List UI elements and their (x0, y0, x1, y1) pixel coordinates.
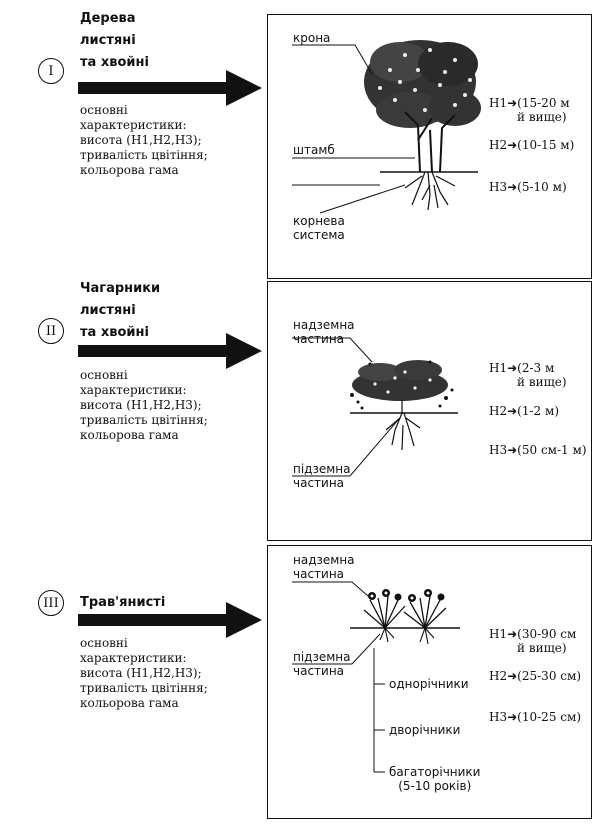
above-label-line: частина (293, 567, 345, 581)
shrub-below-label: підземна частина (293, 462, 351, 490)
above-label-line: частина (293, 332, 345, 346)
group-3-char-line: кольорова гама (80, 696, 179, 710)
crown-label: крона (293, 31, 331, 45)
group-2-title-line: листяні (80, 303, 136, 318)
height-key: Н1 (489, 627, 508, 641)
below-label-line: підземна (293, 462, 351, 476)
biennials-label: дворічники (389, 723, 461, 737)
arrow-icon: ➜ (507, 96, 518, 110)
group-3-title: Трав'янисті (80, 592, 165, 614)
height-value: (10-25 см) (517, 710, 581, 724)
group-3-height-1: Н1➜(30-90 см й вище) (489, 627, 576, 655)
group-2-height-2: Н2➜(1-2 м) (489, 404, 559, 418)
group-1-title-line: Дерева (80, 11, 136, 26)
root-label-line: система (293, 228, 345, 242)
group-2-panel (267, 281, 592, 541)
arrow-icon: ➜ (507, 710, 518, 724)
root-system-label: корнева система (293, 214, 345, 242)
height-key: Н3 (489, 710, 508, 724)
group-1-height-2: Н2➜(10-15 м) (489, 138, 574, 152)
group-3-characteristics: основні характеристики: висота (Н1,Н2,Н3… (80, 636, 208, 711)
group-2-height-1: Н1➜(2-3 м й вище) (489, 361, 567, 389)
group-1-char-line: кольорова гама (80, 163, 179, 177)
group-2-title-line: Чагарники (80, 281, 161, 296)
group-2-char-line: кольорова гама (80, 428, 179, 442)
height-value: (10-15 м) (517, 138, 575, 152)
group-3-char-line: висота (Н1,Н2,Н3); (80, 666, 202, 680)
arrow-icon: ➜ (507, 627, 518, 641)
herb-below-label: підземна частина (293, 650, 351, 678)
arrow-icon: ➜ (507, 138, 518, 152)
height-extra: й вище) (517, 641, 567, 655)
perennials-label: багаторічники (5-10 років) (389, 765, 480, 793)
group-2-height-3: Н3➜(50 см-1 м) (489, 443, 587, 457)
group-3-height-2: Н2➜(25-30 см) (489, 669, 581, 683)
perennials-line: (5-10 років) (398, 779, 472, 793)
group-3-char-line: тривалість цвітіння; (80, 681, 208, 695)
group-2-title: Чагарники листяні та хвойні (80, 278, 160, 344)
height-value: (2-3 м (517, 361, 555, 375)
group-1-characteristics: основні характеристики: висота (Н1,Н2,Н3… (80, 103, 208, 178)
arrow-icon: ➜ (507, 404, 518, 418)
group-1-numeral: I (38, 58, 64, 84)
arrow-icon: ➜ (507, 669, 518, 683)
annuals-label: однорічники (389, 677, 469, 691)
group-2-title-line: та хвойні (80, 325, 149, 340)
group-2-char-line: характеристики: (80, 383, 187, 397)
group-2-char-line: висота (Н1,Н2,Н3); (80, 398, 202, 412)
trunk-label: штамб (293, 143, 335, 157)
height-key: Н2 (489, 138, 508, 152)
height-value: (30-90 см (517, 627, 577, 641)
above-label-line: надземна (293, 318, 355, 332)
height-extra: й вище) (517, 375, 567, 389)
below-label-line: частина (293, 664, 345, 678)
group-3-height-3: Н3➜(10-25 см) (489, 710, 581, 724)
group-1-panel (267, 14, 592, 279)
arrow-icon: ➜ (507, 443, 518, 457)
group-3-char-line: основні (80, 636, 128, 650)
shrub-above-label: надземна частина (293, 318, 355, 346)
group-3-numeral: III (38, 590, 64, 616)
group-1-height-1: Н1➜(15-20 м й вище) (489, 96, 570, 124)
perennials-line: багаторічники (389, 765, 481, 779)
group-2-char-line: тривалість цвітіння; (80, 413, 208, 427)
below-label-line: підземна (293, 650, 351, 664)
arrow-icon: ➜ (507, 180, 518, 194)
group-1-char-line: тривалість цвітіння; (80, 148, 208, 162)
height-key: Н2 (489, 669, 508, 683)
group-1-title-line: листяні (80, 33, 136, 48)
height-value: (25-30 см) (517, 669, 581, 683)
height-key: Н3 (489, 180, 508, 194)
herb-above-label: надземна частина (293, 553, 355, 581)
arrow-icon: ➜ (507, 361, 518, 375)
group-3-title-line: Трав'янисті (80, 595, 166, 610)
group-1-height-3: Н3➜(5-10 м) (489, 180, 567, 194)
height-key: Н3 (489, 443, 508, 457)
height-key: Н2 (489, 404, 508, 418)
below-label-line: частина (293, 476, 345, 490)
group-1-char-line: основні (80, 103, 128, 117)
above-label-line: надземна (293, 553, 355, 567)
group-3-panel (267, 545, 592, 819)
height-value: (15-20 м (517, 96, 570, 110)
root-label-line: корнева (293, 214, 345, 228)
group-2-numeral: II (38, 318, 64, 344)
height-extra: й вище) (517, 110, 567, 124)
group-1-title: Дерева листяні та хвойні (80, 8, 149, 74)
group-3-char-line: характеристики: (80, 651, 187, 665)
height-value: (1-2 м) (517, 404, 560, 418)
group-1-char-line: характеристики: (80, 118, 187, 132)
height-key: Н1 (489, 361, 508, 375)
group-2-char-line: основні (80, 368, 128, 382)
group-2-characteristics: основні характеристики: висота (Н1,Н2,Н3… (80, 368, 208, 443)
height-value: (5-10 м) (517, 180, 567, 194)
height-key: Н1 (489, 96, 508, 110)
group-1-char-line: висота (Н1,Н2,Н3); (80, 133, 202, 147)
height-value: (50 см-1 м) (517, 443, 587, 457)
group-1-title-line: та хвойні (80, 55, 149, 70)
